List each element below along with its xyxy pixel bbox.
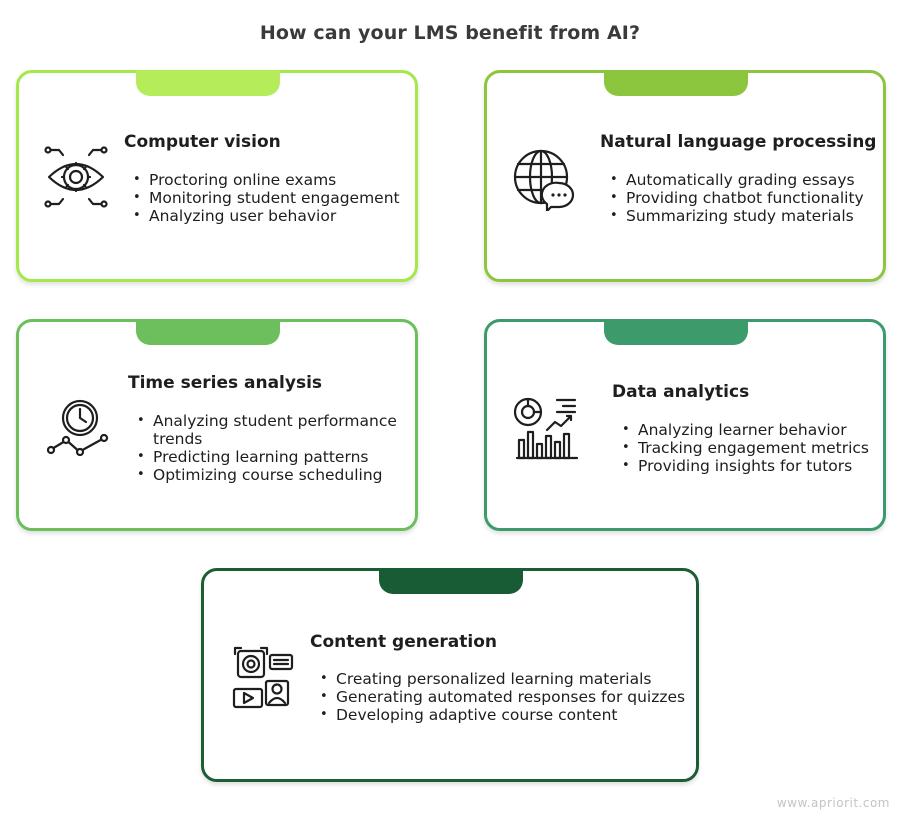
globe-chat-icon xyxy=(513,149,579,211)
card-natural-language-processing: Natural language processing Automaticall… xyxy=(484,70,886,282)
card-tab xyxy=(136,319,280,345)
eye-icon xyxy=(43,143,109,209)
list-item: Analyzing student performance trends xyxy=(137,412,407,448)
list-item: Tracking engagement metrics xyxy=(622,439,869,457)
list-item: Developing adaptive course content xyxy=(320,706,685,724)
card-item-list: Automatically grading essays Providing c… xyxy=(610,171,864,225)
card-item-list: Analyzing learner behavior Tracking enga… xyxy=(622,421,869,475)
clock-graph-icon xyxy=(47,398,109,456)
list-item: Monitoring student engagement xyxy=(133,189,400,207)
list-item: Predicting learning patterns xyxy=(137,448,407,466)
list-item: Analyzing learner behavior xyxy=(622,421,869,439)
list-item: Analyzing user behavior xyxy=(133,207,400,225)
card-tab xyxy=(136,70,280,96)
card-title: Time series analysis xyxy=(128,373,323,393)
list-item: Generating automated responses for quizz… xyxy=(320,688,685,706)
card-title: Data analytics xyxy=(612,382,750,402)
card-item-list: Analyzing student performance trends Pre… xyxy=(137,412,407,484)
card-item-list: Creating personalized learning materials… xyxy=(320,670,685,724)
card-tab xyxy=(604,319,748,345)
list-item: Summarizing study materials xyxy=(610,207,864,225)
watermark: www.apriorit.com xyxy=(776,796,890,810)
card-item-list: Proctoring online exams Monitoring stude… xyxy=(133,171,400,225)
card-tab xyxy=(604,70,748,96)
card-computer-vision: Computer vision Proctoring online exams … xyxy=(16,70,418,282)
card-data-analytics: Data analytics Analyzing learner behavio… xyxy=(484,319,886,531)
list-item: Proctoring online exams xyxy=(133,171,400,189)
list-item: Automatically grading essays xyxy=(610,171,864,189)
list-item: Providing chatbot functionality xyxy=(610,189,864,207)
media-content-icon xyxy=(232,645,296,709)
page-title: How can your LMS benefit from AI? xyxy=(259,22,641,44)
list-item: Providing insights for tutors xyxy=(622,457,869,475)
list-item: Optimizing course scheduling xyxy=(137,466,407,484)
card-title: Content generation xyxy=(310,632,497,652)
card-title: Computer vision xyxy=(124,132,281,152)
card-time-series-analysis: Time series analysis Analyzing student p… xyxy=(16,319,418,531)
analytics-icon xyxy=(513,396,579,460)
card-content-generation: Content generation Creating personalized… xyxy=(201,568,699,782)
card-tab xyxy=(379,568,523,594)
list-item: Creating personalized learning materials xyxy=(320,670,685,688)
card-title: Natural language processing xyxy=(600,132,877,152)
